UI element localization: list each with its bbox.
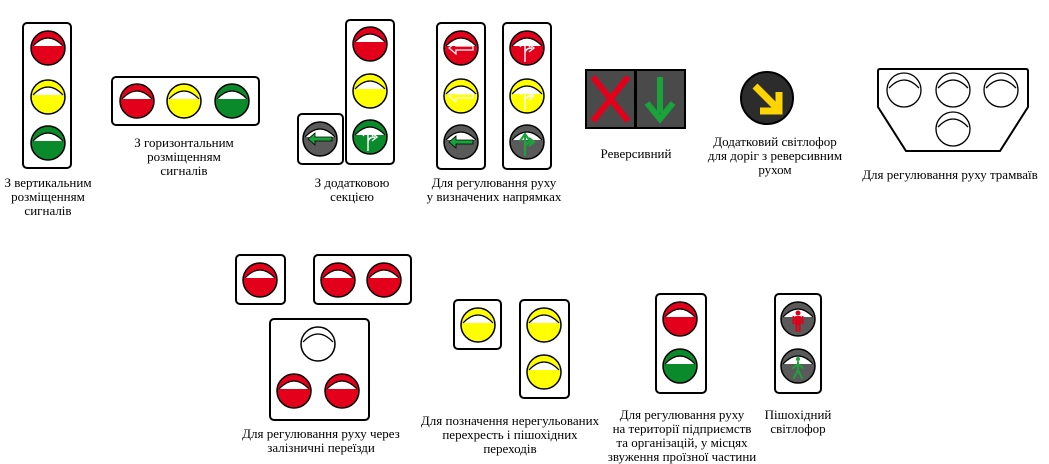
additional-red-lamp (352, 26, 388, 62)
additional-section-left-arrow-lamp (302, 121, 338, 157)
standing-person-icon (792, 310, 804, 332)
vertical-yellow-lamp (30, 79, 66, 115)
walking-person-icon (792, 357, 804, 379)
railway-double-red-lamp-left (320, 262, 356, 298)
caption-horizontal: З горизонтальним розміщенням сигналів (134, 135, 234, 178)
vertical-red-lamp (30, 30, 66, 66)
enterprises-green-lamp (662, 348, 698, 384)
reversible-signal (585, 69, 686, 129)
directions-right-yellow-arrow-lamp (509, 78, 545, 114)
additional-green-straight-right-arrow-lamp (352, 119, 388, 155)
caption-railway: Для регулювання руху через залізничні пе… (242, 426, 400, 455)
caption-tram: Для регулювання руху трамваїв (862, 167, 1038, 182)
unregulated-yellow-lamp-top (526, 307, 562, 343)
additional-yellow-lamp (352, 73, 388, 109)
tram-signal (877, 68, 1029, 152)
directions-left-green-arrow-lamp (443, 124, 479, 160)
pedestrian-green-lamp (780, 348, 816, 384)
directions-right-green-arrow-lamp (509, 124, 545, 160)
caption-additional-reversible: Додатковий світлофор для доріг з реверси… (707, 134, 843, 177)
horizontal-red-lamp (119, 83, 155, 119)
caption-directions: Для регулювання руху у визначених напрям… (426, 175, 562, 204)
directions-right-red-arrow-lamp (509, 30, 545, 66)
caption-additional-section: З додатковою секцією (314, 175, 390, 204)
unregulated-single-yellow-lamp (460, 307, 496, 343)
pedestrian-red-lamp (780, 301, 816, 337)
directions-left-yellow-arrow-lamp (443, 78, 479, 114)
enterprises-red-lamp (662, 301, 698, 337)
horizontal-green-lamp (214, 83, 250, 119)
caption-pedestrian: Пішохідний світлофор (764, 407, 832, 436)
unregulated-yellow-lamp-bottom (526, 354, 562, 390)
horizontal-yellow-lamp (166, 83, 202, 119)
railway-red-lamp-left (276, 373, 312, 409)
railway-red-lamp-right (324, 373, 360, 409)
caption-unregulated: Для позначення нерегульованих перехресть… (420, 413, 600, 456)
caption-reversible: Реверсивний (600, 146, 672, 161)
additional-reversible-signal (740, 71, 794, 125)
caption-vertical: З вертикальним розміщенням сигналів (4, 175, 92, 218)
vertical-green-lamp (30, 125, 66, 161)
caption-enterprises: Для регулювання руху на території підпри… (607, 407, 757, 464)
railway-white-lamp (300, 326, 336, 362)
directions-left-red-arrow-lamp (443, 30, 479, 66)
railway-single-red-lamp (242, 262, 278, 298)
railway-double-red-lamp-right (366, 262, 402, 298)
